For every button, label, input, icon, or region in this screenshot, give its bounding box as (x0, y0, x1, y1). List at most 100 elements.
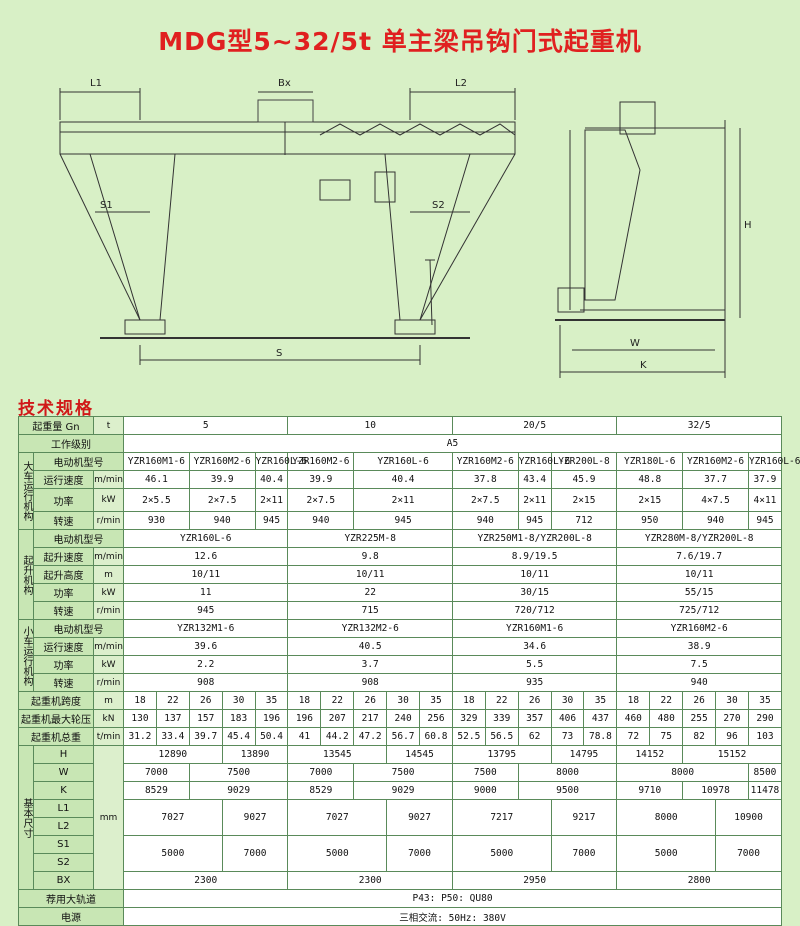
hoist-motor-cell: YZR250M1-8/YZR200L-8 (451, 529, 618, 548)
crane-rpm-cell: 940 (682, 511, 749, 530)
dim-l1-label: L1 (32, 799, 95, 818)
dim-s-cell: 5000 (616, 835, 717, 872)
crane-power-cell: 2×7.5 (451, 488, 519, 512)
crane-motor-cell: YZR180L-6 (616, 452, 684, 471)
dim-k-cell: 9500 (517, 781, 618, 800)
dim-k-row: K 8529 9029 8529 9029 9000 9500 9710 109… (19, 781, 783, 800)
dim-w-row: W 7000 7500 7000 7500 7500 8000 8000 850… (19, 763, 783, 782)
weight-row: 起重机总重 t/min 31.2 33.4 39.7 45.4 50.4 41 … (17, 727, 783, 746)
hoist-height-unit: m (93, 565, 125, 584)
trolley-speed-row: 运行速度 m/min 39.6 40.5 34.6 38.9 (19, 637, 782, 656)
wheel-load-cell: 480 (649, 709, 684, 728)
trolley-power-row: 功率 kW 2.2 3.7 5.5 7.5 (19, 655, 782, 674)
dim-l-cell: 9027 (221, 799, 289, 836)
crane-drawing: L1 Bx L2 S1 S2 S H W K (59, 78, 752, 378)
crane-speed-cell: 45.9 (550, 470, 618, 489)
dim-w-label: W (32, 763, 95, 782)
weight-cell: 56.7 (386, 727, 421, 746)
dim-k-label: K (32, 781, 95, 800)
dim-h-cell: 13890 (221, 745, 289, 764)
hoist-power-cell: 55/15 (616, 583, 782, 602)
hoist-motor-cell: YZR160L-6 (123, 529, 289, 548)
hoist-power-label: 功率 (32, 583, 95, 602)
label-l2: L2 (455, 78, 467, 89)
weight-cell: 75 (649, 727, 684, 746)
dim-w-cell: 8500 (747, 763, 783, 782)
dim-w-cell: 7000 (123, 763, 190, 782)
duty-label: 工作级别 (17, 434, 125, 453)
span-cell: 18 (123, 691, 157, 710)
trolley-power-cell: 7.5 (616, 655, 782, 674)
hoist-height-cell: 10/11 (616, 565, 782, 584)
crane-speed-cell: 40.4 (353, 470, 453, 489)
dim-k-cell: 11478 (747, 781, 783, 800)
crane-speed-cell: 37.9 (747, 470, 783, 489)
dim-bx-cell: 2800 (616, 871, 782, 890)
wheel-load-cell: 437 (583, 709, 618, 728)
weight-cell: 56.5 (484, 727, 519, 746)
crane-power-unit: kW (93, 488, 125, 512)
dim-l2-label: L2 (32, 817, 95, 836)
dim-s-cell: 7000 (550, 835, 618, 872)
weight-cell: 39.7 (188, 727, 223, 746)
hoist-speed-unit: m/min (93, 547, 125, 566)
trolley-power-cell: 3.7 (287, 655, 453, 674)
wheel-load-unit: kN (93, 709, 125, 728)
capacity-unit: t (93, 416, 125, 435)
dims-group: 基本尺寸 (18, 745, 34, 890)
dim-s1-row: S1 5000 7000 5000 7000 5000 7000 5000 70… (19, 835, 782, 872)
span-cell: 18 (616, 691, 651, 710)
crane-rpm-cell: 945 (747, 511, 783, 530)
span-cell: 26 (682, 691, 717, 710)
hoist-power-cell: 11 (123, 583, 289, 602)
dim-h-cell: 14795 (550, 745, 618, 764)
duty-value: A5 (123, 434, 782, 453)
hoist-speed-cell: 9.8 (287, 547, 453, 566)
dim-s-cell: 7000 (221, 835, 289, 872)
weight-cell: 47.2 (353, 727, 388, 746)
dim-h-cell: 15152 (682, 745, 782, 764)
hoist-rpm-cell: 945 (123, 601, 289, 620)
span-cell: 18 (451, 691, 486, 710)
crane-rpm-cell: 940 (451, 511, 519, 530)
dim-k-cell: 9029 (353, 781, 453, 800)
crane-speed-cell: 37.8 (451, 470, 519, 489)
hoist-power-unit: kW (93, 583, 125, 602)
crane-power-cell: 2×11 (517, 488, 552, 512)
crane-speed-cell: 43.4 (517, 470, 552, 489)
trolley-rpm-cell: 908 (287, 673, 453, 692)
trolley-motor-row: 小车运行机构 电动机型号 YZR132M1-6 YZR132M2-6 YZR16… (18, 619, 782, 692)
dim-s2-row: S2 (19, 853, 782, 872)
crane-motor-cell: YZR160L-6 (747, 452, 800, 471)
capacity-cell: 10 (287, 416, 453, 435)
wheel-load-cell: 183 (221, 709, 256, 728)
dim-k-cell: 9000 (451, 781, 519, 800)
dim-h-cell: 13795 (451, 745, 552, 764)
capacity-cell: 5 (123, 416, 289, 435)
weight-cell: 73 (550, 727, 585, 746)
dim-h-cell: 12890 (123, 745, 223, 764)
trolley-power-unit: kW (93, 655, 125, 674)
trolley-group: 小车运行机构 (18, 619, 34, 692)
span-cell: 22 (155, 691, 190, 710)
wheel-load-cell: 339 (484, 709, 519, 728)
dim-l1-row: L1 7027 9027 7027 9027 7217 9217 8000 10… (19, 799, 782, 836)
trolley-speed-cell: 39.6 (123, 637, 289, 656)
trolley-rpm-label: 转速 (32, 673, 95, 692)
dim-h-cell: 14545 (386, 745, 453, 764)
dim-bx-row: BX 2300 2300 2950 2800 (19, 871, 782, 890)
span-cell: 22 (320, 691, 355, 710)
hoist-rpm-cell: 725/712 (616, 601, 782, 620)
dim-s-cell: 7000 (386, 835, 453, 872)
crane-power-cell: 4×11 (747, 488, 783, 512)
dim-l-cell: 7027 (287, 799, 388, 836)
dim-k-cell: 10978 (682, 781, 749, 800)
crane-motor-cell: YZR160M2-6 (682, 452, 749, 471)
wheel-load-cell: 357 (517, 709, 552, 728)
span-row: 起重机跨度 m 18 22 26 30 35 18 22 26 30 35 18… (17, 691, 783, 710)
crane-motor-cell: YZR160M2-6 (287, 452, 355, 471)
label-s2: S2 (432, 200, 445, 211)
hoist-speed-cell: 12.6 (123, 547, 289, 566)
trolley-motor-cell: YZR132M1-6 (123, 619, 289, 638)
dim-k-cell: 8529 (287, 781, 355, 800)
